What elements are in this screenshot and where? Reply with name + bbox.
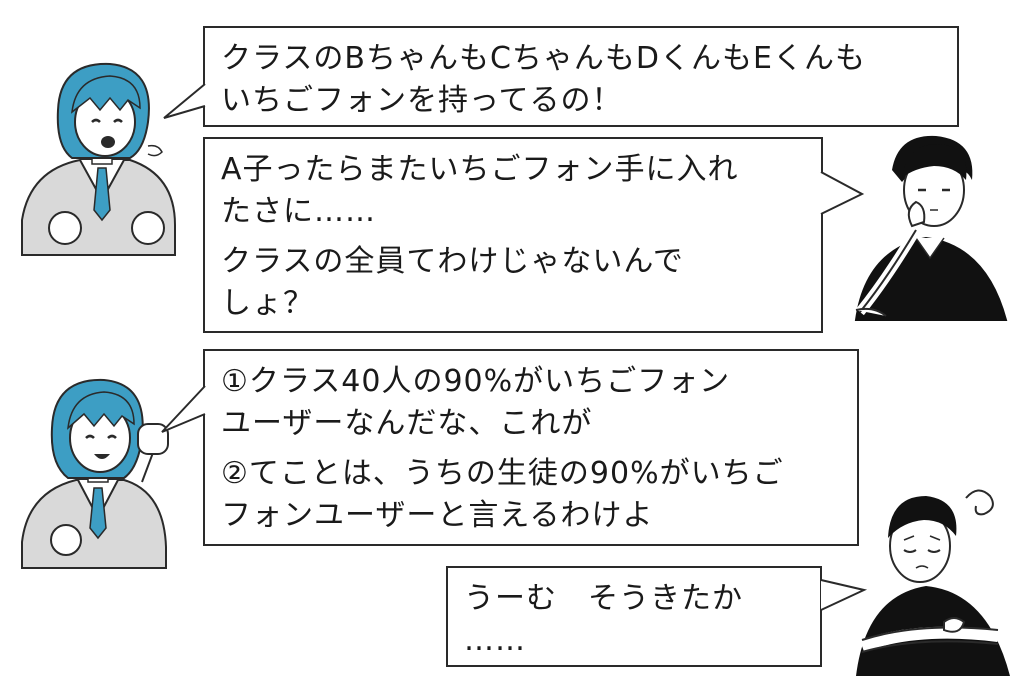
bubble-tail <box>163 83 206 119</box>
dialogue-text: ①クラス40人の90%がいちごフォン ユーザーなんだな、これが <box>221 364 731 441</box>
speech-bubble-student-1: クラスのBちゃんもCちゃんもDくんもEくんも いちごフォンを持ってるの！ <box>203 26 959 127</box>
bubble-tail <box>161 385 206 433</box>
dialogue-text: クラスのBちゃんもCちゃんもDくんもEくんも いちごフォンを持ってるの！ <box>221 41 866 118</box>
parent-thinking-icon <box>854 135 1008 321</box>
speech-bubble-student-2: ①クラス40人の90%がいちごフォン ユーザーなんだな、これが ②てことは、うち… <box>203 349 859 546</box>
bubble-tail <box>820 579 868 611</box>
bubble-tail <box>820 171 865 215</box>
dialogue-text: クラスの全員てわけじゃないんで しょ？ <box>221 244 684 321</box>
speech-bubble-parent-1: A子ったらまたいちごフォン手に入れ たさに…… クラスの全員てわけじゃないんで … <box>203 137 823 333</box>
dialogue-text: うーむ そうきたか …… <box>464 581 743 658</box>
student-excited-icon <box>21 62 176 256</box>
dialogue-text: A子ったらまたいちごフォン手に入れ たさに…… <box>221 152 739 229</box>
parent-troubled-icon <box>856 489 1010 676</box>
speech-bubble-parent-2: うーむ そうきたか …… <box>446 566 822 667</box>
dialogue-text: ②てことは、うちの生徒の90%がいちご フォンユーザーと言えるわけよ <box>221 456 784 533</box>
student-fist-icon <box>21 378 169 569</box>
